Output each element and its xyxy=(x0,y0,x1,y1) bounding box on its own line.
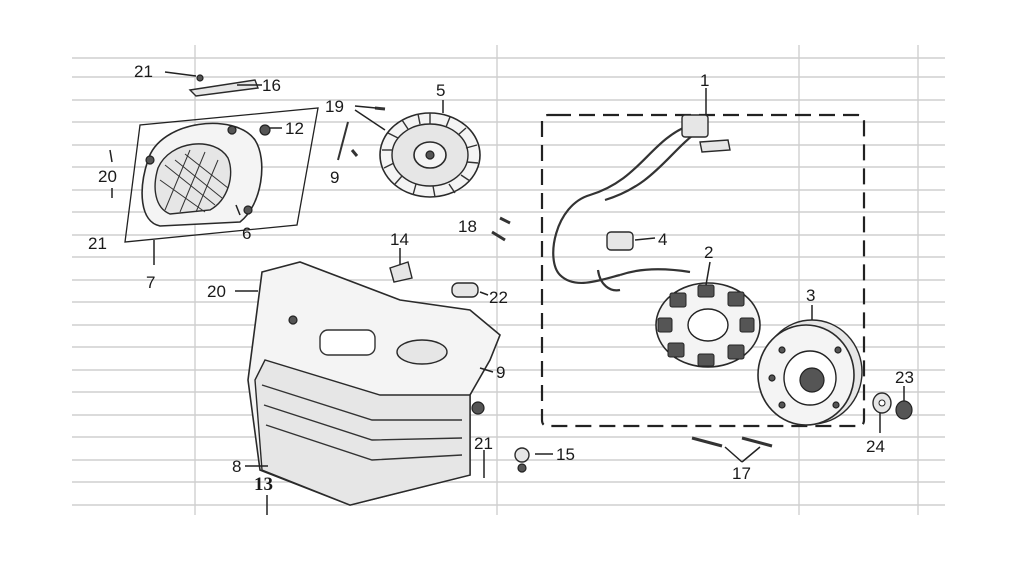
part-12-nut xyxy=(259,124,271,136)
callout-19: 19 xyxy=(325,97,344,116)
callout-12: 12 xyxy=(285,119,304,138)
part-22-grommet xyxy=(451,282,479,298)
flywheel-rotor xyxy=(757,319,863,426)
callout-18: 18 xyxy=(458,217,477,236)
callout-21: 21 xyxy=(134,62,153,81)
stator xyxy=(655,282,761,368)
fan-bolts xyxy=(337,106,386,161)
callout-22: 22 xyxy=(489,288,508,307)
callout-16: 16 xyxy=(262,76,281,95)
callout-3: 3 xyxy=(806,286,815,305)
magneto-group-box xyxy=(540,113,866,428)
callout-7: 7 xyxy=(146,273,155,292)
leader-lines xyxy=(109,71,905,515)
callout-4: 4 xyxy=(658,230,667,249)
callout-9-upper: 9 xyxy=(330,168,339,187)
fan-cover-assembly xyxy=(124,107,319,243)
callout-8: 8 xyxy=(232,457,241,476)
callout-6: 6 xyxy=(242,224,251,243)
callout-21-left: 21 xyxy=(88,234,107,253)
callout-2: 2 xyxy=(704,243,713,262)
part-15-nut xyxy=(514,447,530,473)
callout-labels: 21 16 12 19 5 9 20 21 6 7 20 14 18 22 9 … xyxy=(88,62,914,495)
cooling-shroud xyxy=(247,261,501,506)
part-16-bracket xyxy=(188,74,259,97)
wiring-harness xyxy=(552,114,731,292)
callout-15: 15 xyxy=(556,445,575,464)
callout-14: 14 xyxy=(390,230,409,249)
callout-9-lower: 9 xyxy=(496,363,505,382)
part-17-bolts xyxy=(691,436,773,448)
cooling-fan xyxy=(379,112,481,198)
callout-21-lower: 21 xyxy=(474,434,493,453)
part-14-clip xyxy=(389,261,413,283)
background-grid xyxy=(72,45,945,515)
callout-13: 13 xyxy=(254,474,273,495)
callout-20-lower: 20 xyxy=(207,282,226,301)
callout-20-upper: 20 xyxy=(98,167,117,186)
callout-23: 23 xyxy=(895,368,914,387)
callout-5: 5 xyxy=(436,81,445,100)
callout-17: 17 xyxy=(732,464,751,483)
part-18-screw xyxy=(491,216,511,242)
callout-24: 24 xyxy=(866,437,885,456)
callout-1: 1 xyxy=(700,71,709,90)
